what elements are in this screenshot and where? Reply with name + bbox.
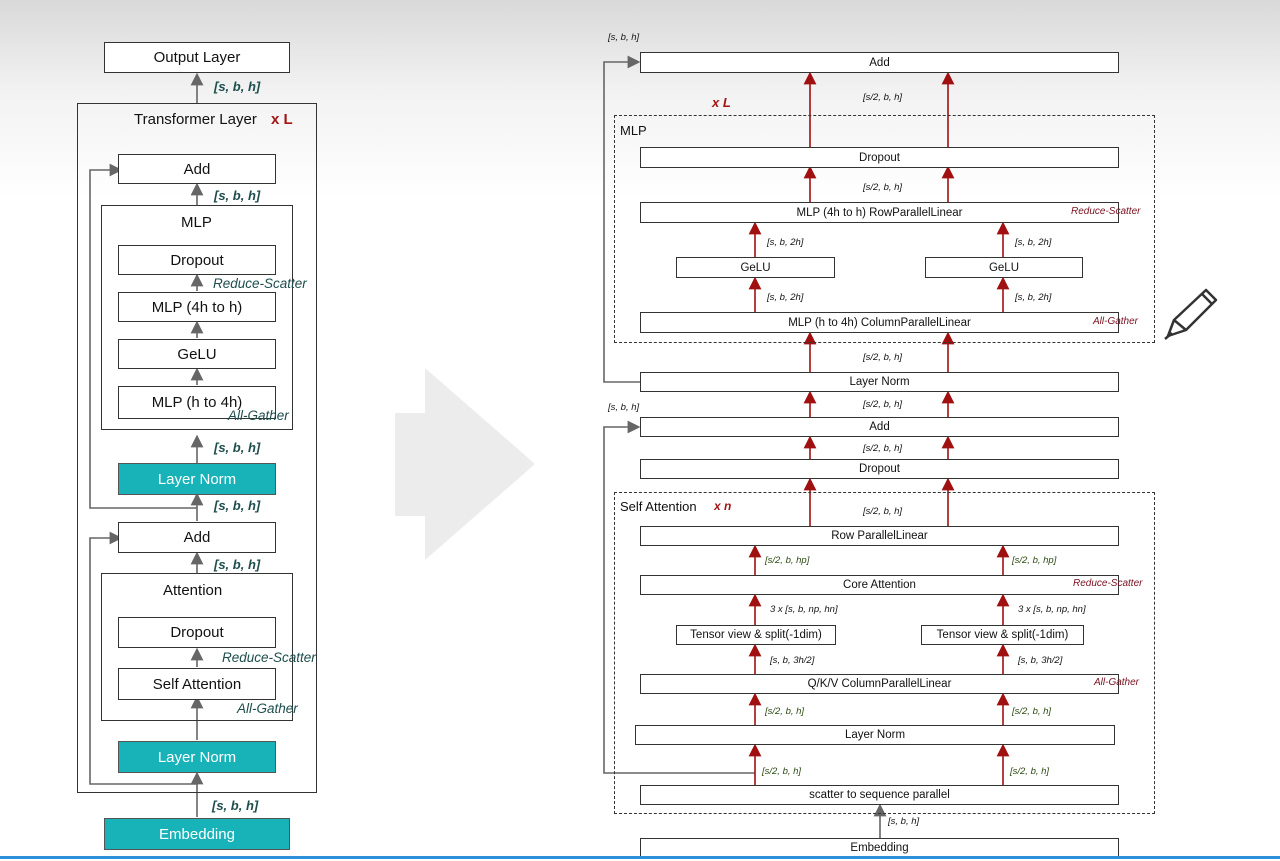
times-l-label: x L [712,95,731,110]
pencil-icon [1164,288,1218,340]
layer-norm-box-bottom: Layer Norm [635,725,1115,745]
mlp-row-parallel-box: MLP (4h to h) RowParallelLinear [640,202,1119,223]
gelu-box: GeLU [118,339,276,369]
dim-label: [s/2, b, h] [765,706,805,717]
dim-label: [s, b, 2h] [1015,237,1052,248]
row-parallel-linear-box: Row ParallelLinear [640,526,1119,546]
layer-norm-box-2: Layer Norm [118,741,276,773]
scatter-sequence-parallel-box: scatter to sequence parallel [640,785,1119,805]
add-box-top: Add [640,52,1119,73]
attention-frame [101,573,293,721]
qkv-column-parallel-box: Q/K/V ColumnParallelLinear [640,674,1119,694]
dropout-box-attention: Dropout [640,459,1119,479]
dim-label: [s/2, b, h] [863,506,903,517]
add-box-bottom: Add [118,522,276,553]
dim-label: [s, b, h] [214,498,261,513]
times-l-label: x L [271,111,293,128]
attention-title: Attention [163,582,223,599]
mlp-column-parallel-box: MLP (h to 4h) ColumnParallelLinear [640,312,1119,333]
gelu-box-right: GeLU [925,257,1083,278]
self-attention-box: Self Attention [118,668,276,700]
dim-label: [s, b, 2h] [767,292,804,303]
dim-label: [s, b, 2h] [1015,292,1052,303]
all-gather-label: All-Gather [1094,677,1140,688]
times-n-label: x n [714,499,732,513]
mlp-title: MLP [181,214,212,231]
tensor-view-box-left: Tensor view & split(-1dim) [676,625,836,645]
layer-norm-box-mid: Layer Norm [640,372,1119,392]
dim-label: [s/2, b, h] [863,182,903,193]
mlp-4h-to-h-box: MLP (4h to h) [118,292,276,322]
self-attention-title: Self Attention [620,499,697,514]
reduce-scatter-label: Reduce-Scatter [213,276,307,291]
tensor-view-box-right: Tensor view & split(-1dim) [921,625,1084,645]
add-box-top: Add [118,154,276,184]
reduce-scatter-label: Reduce-Scatter [1073,578,1143,589]
dim-label: [s, b, h] [212,798,259,813]
dim-label: [s/2, b, hp] [765,555,810,566]
transformer-layer-frame [77,103,317,793]
dim-label: [s/2, b, hp] [1012,555,1057,566]
dropout-box-attention: Dropout [118,617,276,648]
layer-norm-box-1: Layer Norm [118,463,276,495]
self-attention-frame [614,492,1155,814]
reduce-scatter-label: Reduce-Scatter [222,650,316,665]
dim-label: [s, b, h] [214,557,261,572]
reduce-scatter-label: Reduce-Scatter [1071,206,1141,217]
dim-label: [s, b, h] [888,816,920,827]
dim-label: [s/2, b, h] [863,92,903,103]
embedding-box: Embedding [104,818,290,850]
mlp-frame [614,115,1155,343]
mlp-title: MLP [620,123,647,138]
dim-label: [s/2, b, h] [1010,766,1050,777]
mlp-frame [101,205,293,430]
gelu-box-left: GeLU [676,257,835,278]
all-gather-label: All-Gather [1093,316,1139,327]
bottom-divider [0,856,1280,859]
core-attention-box: Core Attention [640,575,1119,595]
dropout-box-mlp: Dropout [640,147,1119,168]
add-box-mid: Add [640,417,1119,437]
dim-label: [s, b, h] [608,402,640,413]
dim-label: 3 x [s, b, np, hn] [1018,604,1086,615]
dim-label: [s/2, b, h] [863,399,903,410]
dim-label: [s/2, b, h] [1012,706,1052,717]
dim-label: [s/2, b, h] [863,352,903,363]
dim-label: [s/2, b, h] [762,766,802,777]
all-gather-label: All-Gather [228,408,289,423]
dim-label: [s/2, b, h] [863,443,903,454]
arrow-right-icon [395,368,535,560]
dim-label: [s, b, 3h/2] [1018,655,1063,666]
dim-label: 3 x [s, b, np, hn] [770,604,838,615]
output-layer-box: Output Layer [104,42,290,73]
all-gather-label: All-Gather [237,701,298,716]
dim-label: [s, b, 3h/2] [770,655,815,666]
dim-label: [s, b, h] [214,188,261,203]
embedding-box: Embedding [640,838,1119,858]
dim-label: [s, b, h] [608,32,640,43]
dim-label: [s, b, 2h] [767,237,804,248]
mlp-h-to-4h-box: MLP (h to 4h) [118,386,276,419]
dim-label: [s, b, h] [214,440,261,455]
dropout-box-mlp: Dropout [118,245,276,275]
dim-label: [s, b, h] [214,79,261,94]
transformer-layer-title: Transformer Layer [134,111,257,128]
